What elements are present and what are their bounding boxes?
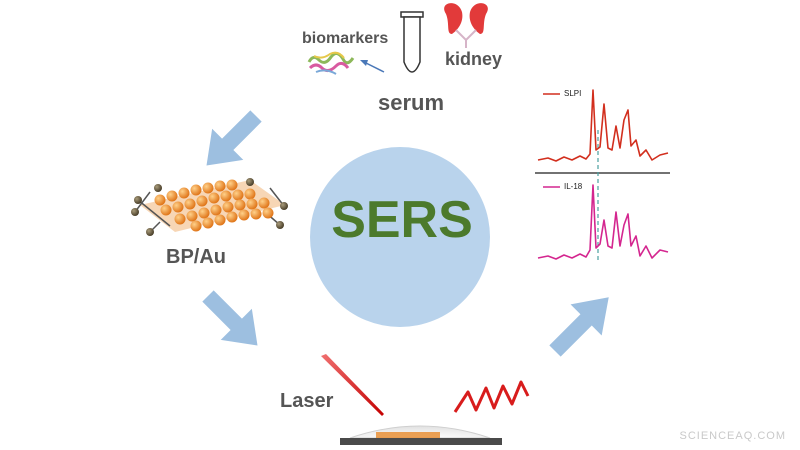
- sers-circle: [310, 147, 490, 327]
- kidney-label: kidney: [445, 49, 503, 69]
- arrow-serum-to-bpau: [206, 110, 262, 166]
- spectra-panel: [535, 89, 670, 262]
- sers-title: SERS: [331, 191, 473, 249]
- watermark-text: SCIENCEAQ.COM: [679, 430, 786, 442]
- biomarkers-molecule-icon: [307, 51, 355, 75]
- scattered-wave-icon: [453, 380, 530, 413]
- laser-label: Laser: [280, 390, 334, 412]
- legend-il18: IL-18: [564, 182, 583, 191]
- bp-au-material-icon: [131, 178, 288, 236]
- spectrum-il18-line: [537, 184, 669, 260]
- arrow-bpau-to-laser: [202, 290, 258, 346]
- kidney-icon: [444, 3, 488, 48]
- substrate-droplet-icon: [340, 425, 502, 445]
- biomarker-arrow-icon: [360, 60, 385, 73]
- bp-au-label: BP/Au: [166, 246, 226, 268]
- serum-tube-icon: [400, 11, 424, 73]
- biomarkers-label: biomarkers: [302, 30, 389, 47]
- serum-label: serum: [378, 90, 445, 115]
- arrow-laser-to-spectra: [549, 297, 609, 357]
- spectrum-slpi-line: [537, 89, 669, 162]
- legend-slpi: SLPI: [564, 89, 582, 98]
- laser-beam-icon: [321, 354, 384, 416]
